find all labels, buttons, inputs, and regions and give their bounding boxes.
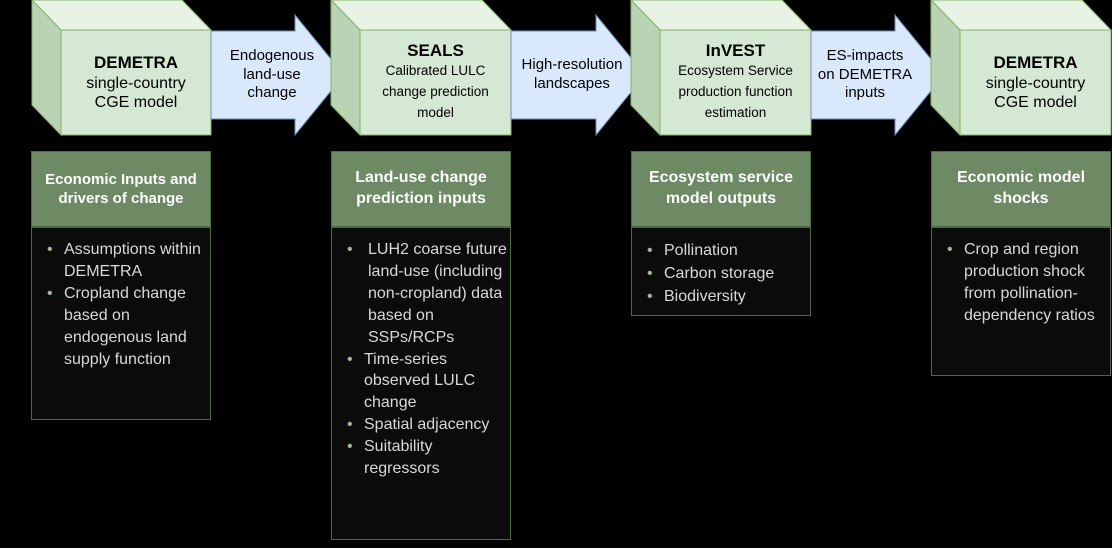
stage-1-subtitle-line-2: CGE model [94,93,178,111]
panel-1-item: Assumptions within DEMETRA [47,239,210,283]
stage-4-subtitle-line-1: single-country [985,74,1086,92]
arrow-2-label: High-resolution landscapes [511,40,633,110]
panel-3-item: Carbon storage [647,262,810,285]
panel-3-list: Pollination Carbon storage Biodiversity [631,227,811,316]
arrow-3-shape [810,13,945,137]
panel-2-item: Suitability regressors [347,436,510,480]
panel-2-list: LUH2 coarse future land-use (including n… [331,227,511,540]
stage-3-cube [630,0,813,137]
stage-1-title: DEMETRA [93,53,179,73]
stage-2-label: SEALS Calibrated LULC change prediction … [360,30,511,135]
panel-3-header: Ecosystem service model outputs [631,151,811,227]
stage-4-label: DEMETRA single-country CGE model [960,30,1111,135]
panel-4-header: Economic model shocks [931,151,1111,227]
arrow-2-line-2: landscapes [534,75,610,92]
stage-3-title: InVEST [705,40,766,60]
stage-3-label: InVEST Ecosystem Service production func… [660,30,811,135]
panel-1-list: Assumptions within DEMETRA Cropland chan… [31,227,211,420]
stage-2-subtitle-line-1: Calibrated LULC [385,63,486,79]
stage-1-cube [31,0,213,137]
panel-4-list: Crop and region production shock from po… [931,227,1111,376]
panel-3-item: Biodiversity [647,285,810,308]
arrow-3-line-1: ES-impacts [826,46,904,64]
panel-2-item: Spatial adjacency [347,414,510,436]
stage-1-subtitle-line-1: single-country [86,74,186,92]
stage-3-subtitle-line-1: Ecosystem Service [678,63,793,79]
panel-1-header: Economic Inputs and drivers of change [31,151,211,227]
stage-4-title: DEMETRA [993,53,1078,73]
arrow-2-line-1: High-resolution [521,56,623,74]
stage-2-subtitle-line-3: model [417,105,454,121]
panel-2-header: Land-use change prediction inputs [331,151,511,227]
panel-2-item: Time-series observed LULC change [347,349,510,415]
stage-3-subtitle-line-3: estimation [704,105,767,121]
arrow-1-shape [210,13,345,137]
arrow-1-label: Endogenous land-use change [213,40,331,110]
stage-1-label: DEMETRA single-country CGE model [61,30,211,135]
arrow-2-shape [510,13,646,137]
panel-4-item: Crop and region production shock from po… [947,239,1110,327]
stage-4-subtitle-line-2: CGE model [994,93,1077,111]
stage-3-subtitle-line-2: production function [678,84,793,100]
stage-4-cube [930,0,1112,137]
panel-1-item: Cropland change based on endogenous land… [47,283,210,371]
stage-2-cube [330,0,513,137]
arrow-1-line-3: change [247,84,297,102]
arrow-3-line-3: inputs [844,84,886,102]
stage-2-subtitle-line-2: change prediction [382,84,489,100]
arrow-3-label: ES-impacts on DEMETRA inputs [811,40,919,110]
arrow-1-line-2: land-use [243,65,301,83]
arrow-3-line-2: on DEMETRA [817,65,913,83]
arrow-1-line-1: Endogenous [229,46,315,64]
panel-2-item: LUH2 coarse future land-use (including n… [347,239,510,349]
panel-3-item: Pollination [647,239,810,262]
stage-2-title: SEALS [407,40,464,60]
